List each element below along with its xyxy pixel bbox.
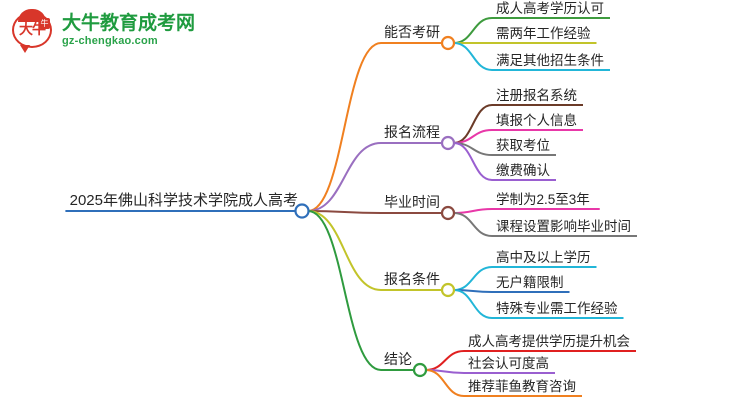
leaf-link [425, 350, 465, 371]
branch-label: 能否考研 [384, 24, 440, 40]
branch-label: 报名流程 [384, 124, 440, 140]
branch-link [307, 42, 382, 212]
leaf-label: 推荐菲鱼教育咨询 [468, 378, 576, 394]
branch-link [307, 210, 382, 371]
leaf-link [453, 142, 493, 181]
leaf-link [425, 369, 465, 397]
branch-node[interactable] [440, 35, 456, 51]
branch-label: 结论 [384, 351, 412, 367]
leaf-link [453, 289, 493, 319]
leaf-label: 缴费确认 [496, 163, 550, 178]
branch-label: 毕业时间 [384, 194, 440, 210]
branch-node[interactable] [440, 205, 456, 221]
mindmap-nodes [294, 35, 456, 378]
leaf-label: 获取考位 [496, 138, 550, 153]
root-label: 2025年佛山科学技术学院成人高考 [70, 191, 298, 209]
branch-node[interactable] [440, 135, 456, 151]
leaf-label: 注册报名系统 [496, 88, 577, 103]
leaf-label: 学制为2.5至3年 [496, 192, 590, 207]
logo-title: 大牛教育成考网 [62, 13, 196, 35]
leaf-label: 高中及以上学历 [496, 249, 591, 265]
leaf-label: 成人高考学历认可 [496, 0, 604, 16]
leaf-label: 需两年工作经验 [496, 26, 591, 41]
branch-label: 报名条件 [384, 271, 440, 287]
leaf-label: 课程设置影响毕业时间 [496, 219, 631, 234]
root-node[interactable] [294, 203, 310, 219]
logo-domain: gz-chengkao.com [62, 35, 158, 48]
mindmap-links [65, 17, 637, 397]
leaf-label: 社会认可度高 [468, 355, 549, 371]
logo-badge: 牛 [39, 18, 50, 29]
leaf-label: 成人高考提供学历提升机会 [468, 333, 630, 349]
leaf-link [453, 42, 493, 71]
logo-text-block: 大牛教育成考网 gz-chengkao.com [62, 14, 195, 47]
mindmap-labels: 2025年佛山科学技术学院成人高考 能否考研 成人高考学历认可需两年工作经验满足其他… [70, 0, 631, 394]
leaf-link [453, 208, 493, 214]
leaf-link [453, 266, 493, 291]
leaf-label: 无户籍限制 [496, 274, 564, 290]
branch-link [307, 210, 382, 291]
leaf-link [453, 212, 493, 237]
branch-node[interactable] [440, 282, 456, 298]
branch-link [307, 142, 382, 212]
site-logo: 大牛 牛 大牛教育成考网 gz-chengkao.com [10, 6, 210, 56]
branch-link [307, 210, 382, 214]
leaf-link [453, 17, 493, 44]
leaf-label: 满足其他招生条件 [496, 52, 604, 68]
branch-node[interactable] [412, 362, 428, 378]
logo-mark-icon: 大牛 牛 [10, 9, 54, 53]
logo-bubble-tail [20, 45, 30, 53]
leaf-label: 特殊专业需工作经验 [496, 301, 618, 316]
leaf-label: 填报个人信息 [496, 112, 577, 128]
